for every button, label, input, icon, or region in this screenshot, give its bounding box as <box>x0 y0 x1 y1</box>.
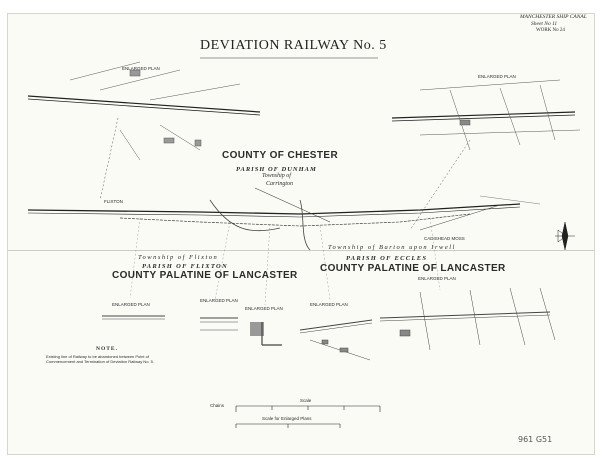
map-sheet <box>8 14 594 454</box>
township-carrington-label-2: Carrington <box>266 181 294 187</box>
parish-flixton-label: PARISH OF FLIXTON <box>142 263 229 270</box>
township-carrington-label-1: Township of <box>262 173 291 179</box>
enlarged-plan-label-1: ENLARGED PLAN <box>122 66 160 71</box>
enlarged-plan-label-3: ENLARGED PLAN <box>418 276 456 281</box>
township-flixton-label: Township of Flixton <box>138 254 219 261</box>
pencil-annotation: 961 G51 <box>518 435 553 444</box>
note-text: Existing line of Railway to be abandoned… <box>46 354 154 364</box>
county-lancaster-right-label: COUNTY PALATINE OF LANCASTER <box>320 263 506 274</box>
corner-line-3: WORK No 24 <box>536 28 565 33</box>
scale-enlarged-label: Scale for Enlarged Plans <box>262 416 312 421</box>
north-arrow-icon <box>555 221 575 251</box>
township-barton-label: Township of Barton upon Irwell <box>328 244 456 251</box>
enlarged-plan-top-left <box>27 61 261 201</box>
map-title: DEVIATION RAILWAY No. 5 <box>200 38 387 53</box>
corner-line-1: MANCHESTER SHIP CANAL <box>520 14 587 20</box>
county-lancaster-left-label: COUNTY PALATINE OF LANCASTER <box>112 270 298 281</box>
enlarged-plan-label-6: ENLARGED PLAN <box>245 306 283 311</box>
reference-lines <box>129 217 441 306</box>
enlarged-plan-label-4: ENLARGED PLAN <box>112 302 150 307</box>
main-railway-route <box>27 187 541 251</box>
parish-dunham-label: PARISH OF DUNHAM <box>236 166 317 173</box>
enlarged-plans-bottom <box>102 287 556 361</box>
corner-line-2: Sheet No 11 <box>531 21 558 27</box>
county-cheshire-label: COUNTY OF CHESTER <box>222 150 339 161</box>
parish-eccles-label: PARISH OF ECCLES <box>346 255 428 262</box>
place-flixton-label: FLIXTON <box>104 199 123 204</box>
enlarged-plan-label-2: ENLARGED PLAN <box>478 74 516 79</box>
enlarged-plan-top-right <box>391 79 581 231</box>
enlarged-plan-label-7: ENLARGED PLAN <box>310 302 348 307</box>
place-cadishead-moss-label: CADISHEAD MOSS <box>424 236 465 241</box>
enlarged-plan-label-5: ENLARGED PLAN <box>200 298 238 303</box>
scale-label: Scale <box>300 398 312 403</box>
note-heading: NOTE. <box>96 346 118 352</box>
scale-unit-label: Chains <box>210 403 225 408</box>
fold-line <box>8 250 594 251</box>
scale-bar <box>235 405 381 428</box>
